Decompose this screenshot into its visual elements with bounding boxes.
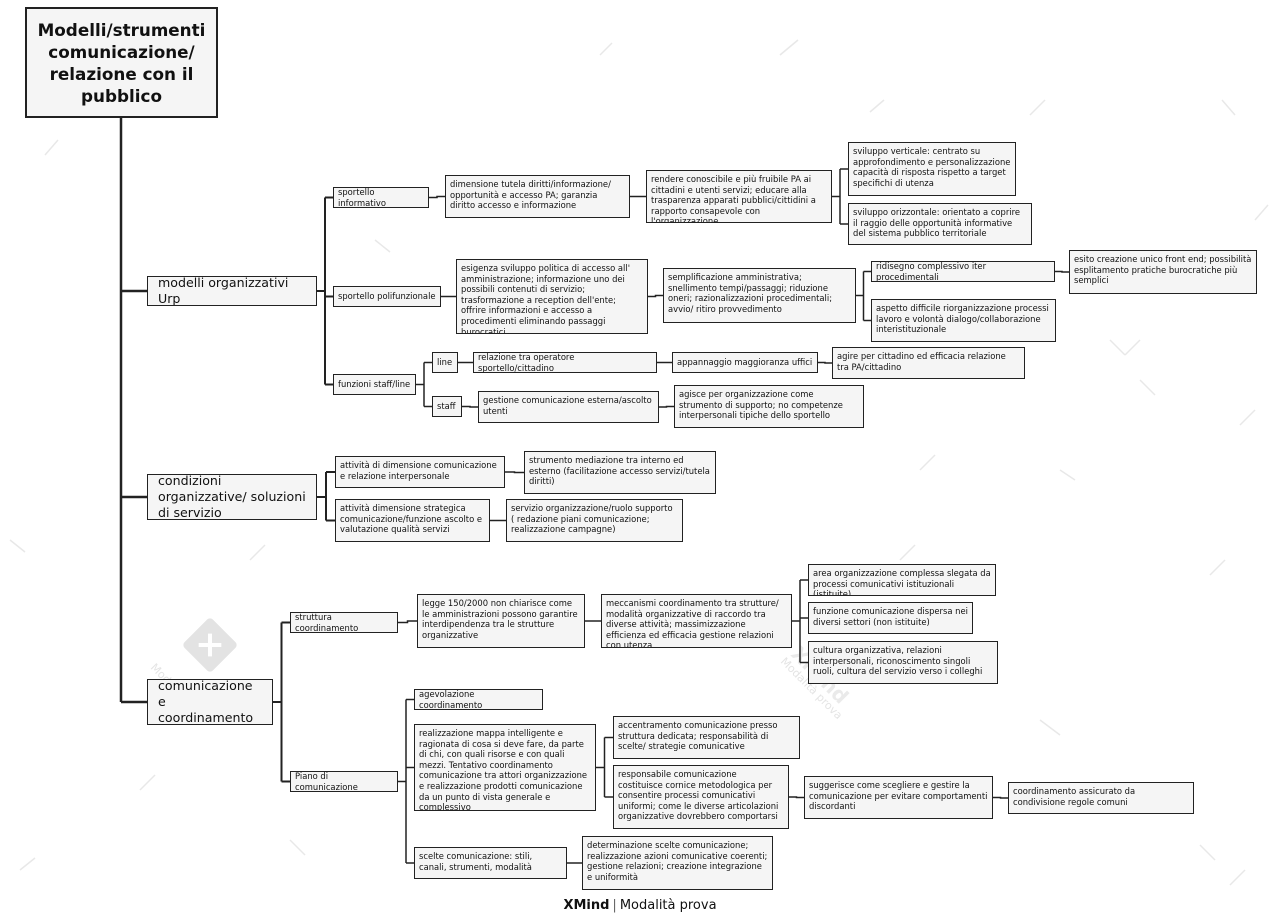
branch-comunicazione-coordinamento[interactable]: comunicazione e coordinamento (147, 679, 273, 725)
topic-meccanismi-coordinamento[interactable]: meccanismi coordinamento tra strutture/ … (601, 594, 792, 648)
connector (429, 195, 445, 199)
topic-cultura-organizzativa[interactable]: cultura organizzativa, relazioni interpe… (808, 641, 998, 684)
topic-semplificazione[interactable]: semplificazione amministrativa; snellime… (663, 268, 856, 323)
topic-strumento-mediazione[interactable]: strumento mediazione tra interno ed este… (524, 451, 716, 494)
branch-modelli-organizzativi[interactable]: modelli organizzativi Urp (147, 276, 317, 306)
branch-condizioni-organizzative[interactable]: condizioni organizzative/ soluzioni di s… (147, 474, 317, 520)
root-topic[interactable]: Modelli/strumenti comunicazione/ relazio… (25, 7, 218, 118)
topic-line[interactable]: line (432, 352, 458, 373)
connector (993, 796, 1008, 799)
connector (1055, 270, 1069, 273)
connector (659, 405, 674, 408)
topic-sportello-polifunzionale[interactable]: sportello polifunzionale (333, 286, 441, 307)
footer: XMind|Modalità prova (0, 898, 1280, 913)
topic-accentramento-comunicazione[interactable]: accentramento comunicazione presso strut… (613, 716, 800, 759)
topic-piano-di-comunicazione[interactable]: Piano di comunicazione (290, 771, 398, 792)
topic-esito-front-end[interactable]: esito creazione unico front end; possibi… (1069, 250, 1257, 294)
topic-funzioni-staff-line[interactable]: funzioni staff/line (333, 374, 416, 395)
topic-esigenza-sviluppo[interactable]: esigenza sviluppo politica di accesso al… (456, 259, 648, 334)
topic-determinazione-scelte[interactable]: determinazione scelte comunicazione; rea… (582, 836, 773, 890)
topic-funzione-comunicazione-dispersa[interactable]: funzione comunicazione dispersa nei dive… (808, 602, 973, 634)
connector (505, 471, 524, 474)
topic-dimensione-tutela[interactable]: dimensione tutela diritti/informazione/ … (445, 175, 630, 218)
footer-brand: XMind (563, 898, 610, 913)
topic-agisce-per-organizzazione[interactable]: agisce per organizzazione come strumento… (674, 385, 864, 428)
topic-relazione-operatore[interactable]: relazione tra operatore sportello/cittad… (473, 352, 657, 373)
topic-realizzazione-mappa[interactable]: realizzazione mappa intelligente e ragio… (414, 724, 596, 811)
connector (818, 361, 832, 364)
connector (648, 294, 663, 298)
topic-sportello-informativo[interactable]: sportello informativo (333, 187, 429, 208)
topic-area-organizzazione[interactable]: area organizzazione complessa slegata da… (808, 564, 996, 596)
topic-sviluppo-verticale[interactable]: sviluppo verticale: centrato su approfon… (848, 142, 1016, 196)
topic-gestione-comunicazione-esterna[interactable]: gestione comunicazione esterna/ascolto u… (478, 391, 659, 423)
footer-mode: Modalità prova (619, 898, 717, 913)
topic-agevolazione-coordinamento[interactable]: agevolazione coordinamento (414, 689, 543, 710)
topic-staff[interactable]: staff (432, 396, 462, 417)
topic-servizio-organizzazione[interactable]: servizio organizzazione/ruolo supporto (… (506, 499, 683, 542)
topic-responsabile-comunicazione[interactable]: responsabile comunicazione costituisce c… (613, 765, 789, 829)
xmind-watermark-icon (183, 618, 237, 672)
connector (398, 620, 417, 624)
topic-attivita-dimensione-strategica[interactable]: attività dimensione strategica comunicaz… (335, 499, 490, 542)
topic-sviluppo-orizzontale[interactable]: sviluppo orizzontale: orientato a coprir… (848, 203, 1032, 245)
topic-attivita-dimensione-comunicazione[interactable]: attività di dimensione comunicazione e r… (335, 456, 505, 488)
topic-struttura-coordinamento[interactable]: struttura coordinamento (290, 612, 398, 633)
connector (789, 796, 804, 799)
footer-separator: | (612, 898, 617, 913)
connector (462, 405, 478, 408)
topic-legge-150[interactable]: legge 150/2000 non chiarisce come le amm… (417, 594, 585, 648)
topic-ridisegno[interactable]: ridisegno complessivo iter procedimental… (871, 261, 1055, 282)
topic-aspetto-difficile[interactable]: aspetto difficile riorganizzazione proce… (871, 299, 1056, 342)
topic-suggerisce-come-scegliere[interactable]: suggerisce come scegliere e gestire la c… (804, 776, 993, 819)
topic-scelte-comunicazione[interactable]: scelte comunicazione: stili, canali, str… (414, 847, 567, 879)
topic-appannaggio[interactable]: appannaggio maggioranza uffici (672, 352, 818, 373)
topic-agire-per-cittadino[interactable]: agire per cittadino ed efficacia relazio… (832, 347, 1025, 379)
topic-rendere-conoscibile[interactable]: rendere conoscibile e più fruibile PA ai… (646, 170, 832, 223)
topic-coordinamento-regole-comuni[interactable]: coordinamento assicurato da condivisione… (1008, 782, 1194, 814)
